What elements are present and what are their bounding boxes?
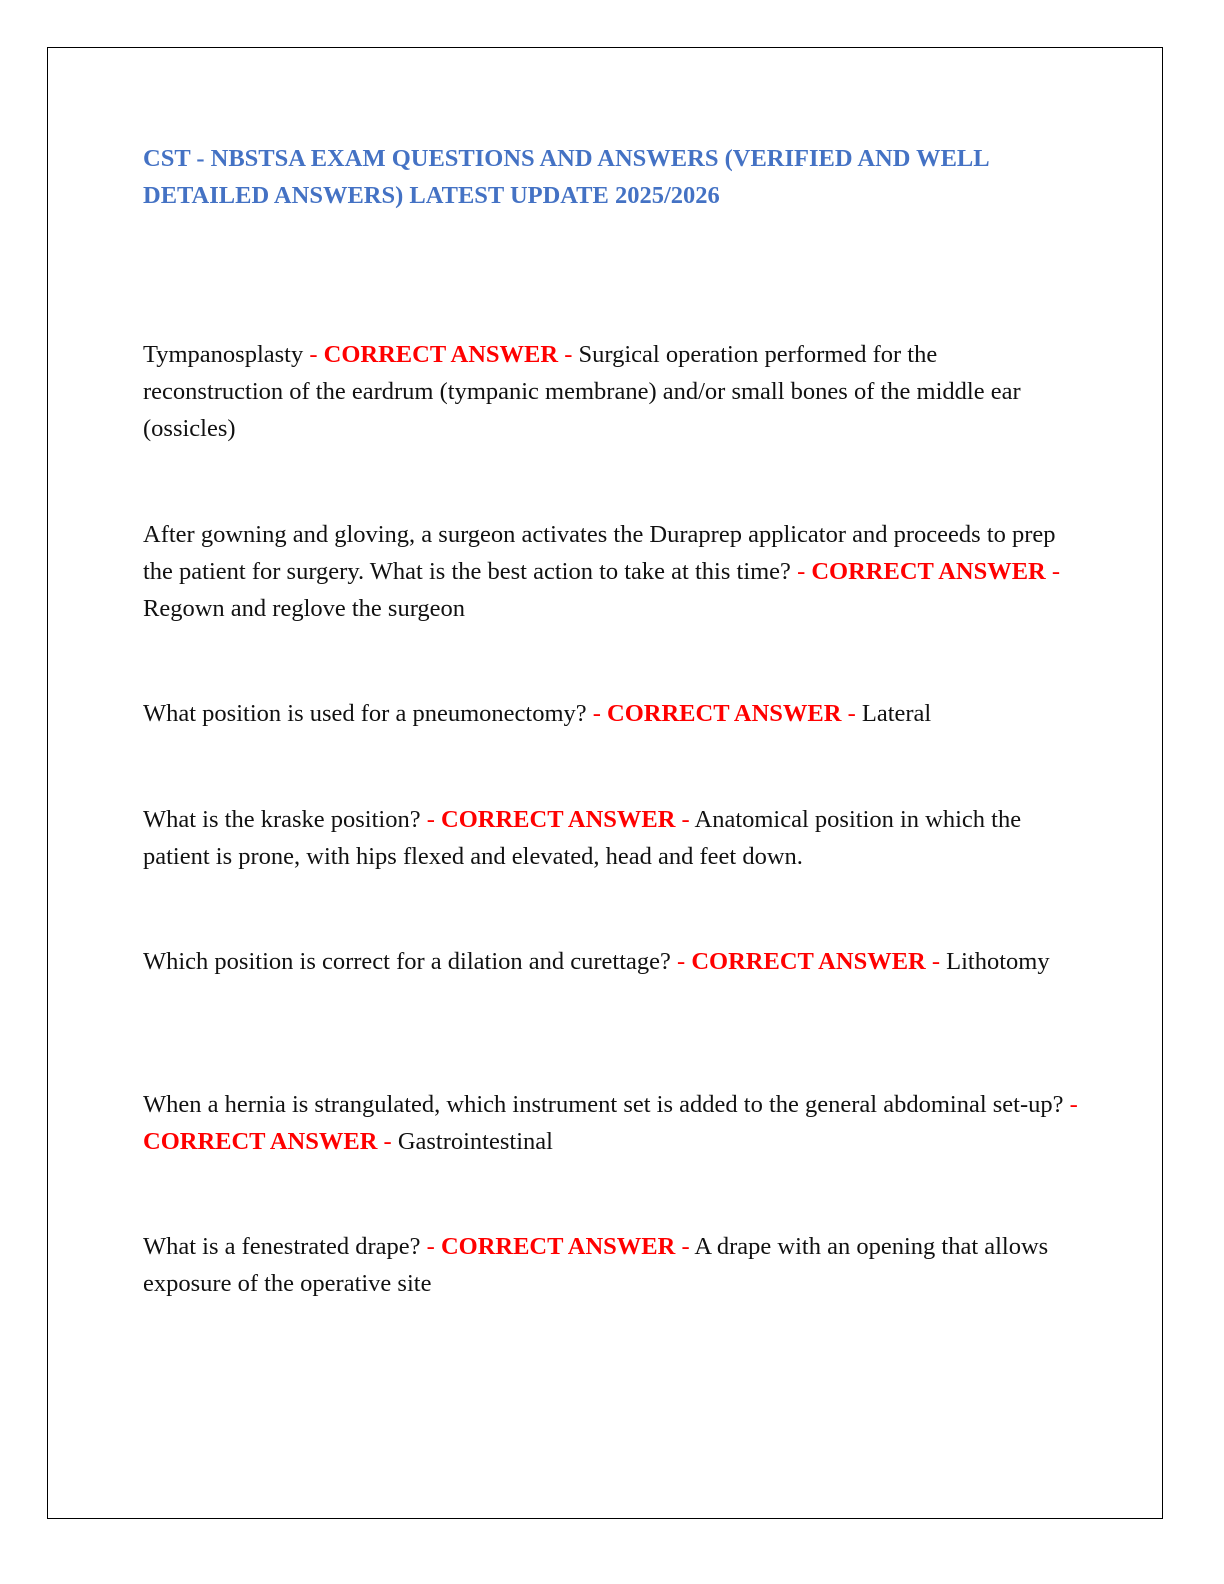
question-text: What is a fenestrated drape? xyxy=(143,1233,421,1260)
correct-answer-label: CORRECT ANSWER xyxy=(441,806,676,833)
question-text: Tympanosplasty xyxy=(143,341,304,368)
separator: - xyxy=(681,1233,690,1260)
correct-answer-label: CORRECT ANSWER xyxy=(323,341,559,368)
answer-text: Lithotomy xyxy=(946,948,1050,975)
separator: - xyxy=(931,948,941,975)
answer-text: Gastrointestinal xyxy=(397,1128,553,1155)
answer-text: Surgical operation performed for the rec… xyxy=(143,341,1021,442)
separator: - xyxy=(592,700,601,727)
separator: - xyxy=(564,341,573,368)
qa-item: What is a fenestrated drape? - CORRECT A… xyxy=(143,1228,1078,1302)
qa-item: Which position is correct for a dilation… xyxy=(143,943,1078,980)
correct-answer-label: CORRECT ANSWER xyxy=(143,1128,378,1155)
answer-text: A drape with an opening that allows expo… xyxy=(143,1233,1049,1297)
question-text: What position is used for a pneumonectom… xyxy=(143,700,587,727)
separator: - xyxy=(797,558,806,585)
correct-answer-label: CORRECT ANSWER xyxy=(440,1233,676,1260)
document-title: CST - NBSTSA EXAM QUESTIONS AND ANSWERS … xyxy=(143,145,989,209)
page-border xyxy=(47,47,1163,1519)
separator: - xyxy=(426,806,435,833)
qa-item: Tympanosplasty - CORRECT ANSWER - Surgic… xyxy=(143,336,1078,447)
separator: - xyxy=(677,948,686,975)
separator: - xyxy=(426,1233,435,1260)
answer-text: Regown and reglove the surgeon xyxy=(143,595,466,622)
qa-item: When a hernia is strangulated, which ins… xyxy=(143,1086,1078,1160)
question-text: Which position is correct for a dilation… xyxy=(143,948,671,975)
answer-text: Lateral xyxy=(861,700,932,727)
separator: - xyxy=(383,1128,392,1155)
separator: - xyxy=(1069,1091,1078,1118)
question-text: What is the kraske position? xyxy=(143,806,421,833)
correct-answer-label: CORRECT ANSWER xyxy=(811,558,1046,585)
correct-answer-label: CORRECT ANSWER xyxy=(607,700,842,727)
separator: - xyxy=(309,341,318,368)
correct-answer-label: CORRECT ANSWER xyxy=(691,948,926,975)
separator: - xyxy=(847,700,856,727)
question-text: When a hernia is strangulated, which ins… xyxy=(143,1091,1064,1118)
qa-item: What position is used for a pneumonectom… xyxy=(143,695,1078,732)
answer-text: Anatomical position in which the patient… xyxy=(143,806,1022,870)
qa-item: What is the kraske position? - CORRECT A… xyxy=(143,801,1078,875)
qa-item: After gowning and gloving, a surgeon act… xyxy=(143,516,1078,627)
separator: - xyxy=(681,806,690,833)
separator: - xyxy=(1051,558,1061,585)
question-text: After gowning and gloving, a surgeon act… xyxy=(143,521,1056,585)
